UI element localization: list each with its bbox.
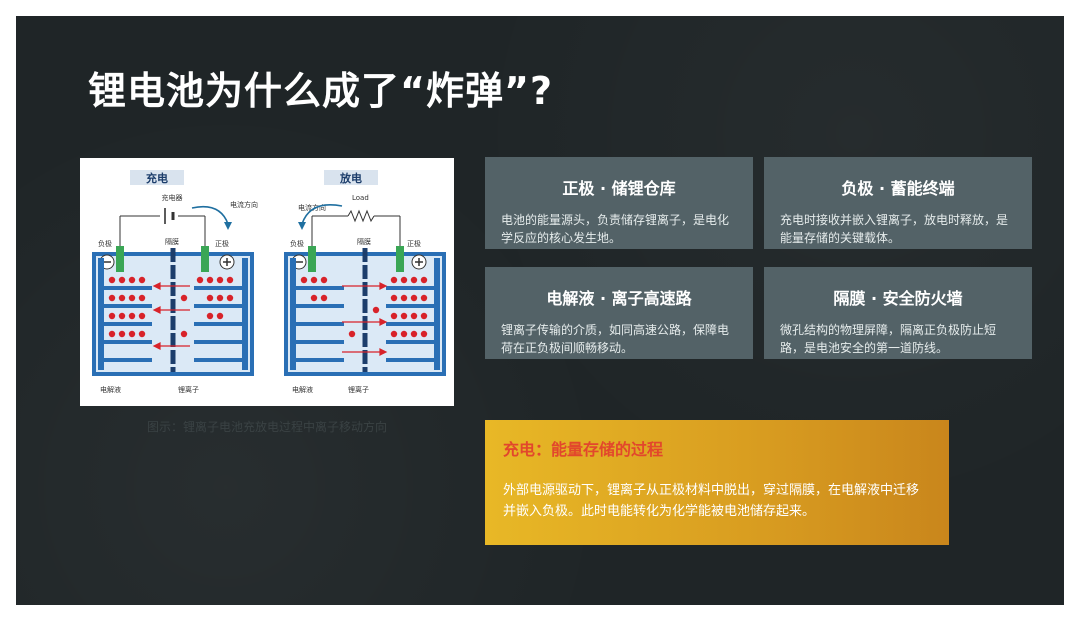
discharge-right-collector [434, 258, 440, 370]
card-body: 锂离子传输的介质，如同高速公路，保障电荷在正负极间顺畅移动。 [501, 323, 730, 355]
charge-current-arrow [191, 205, 229, 225]
slide-title: 锂电池为什么成了“炸弹”? [88, 69, 553, 113]
charge-header: 充电 [146, 171, 168, 185]
discharge-ions [300, 276, 428, 338]
charge-current-arrowhead [224, 222, 232, 230]
card-title: 正极 · 储锂仓库 [562, 179, 676, 198]
highlight-title: 充电：能量存储的过程 [503, 440, 664, 459]
charge-negative-terminal [116, 246, 124, 272]
card-negative-electrode: 负极 · 蓄能终端 充电时接收并嵌入锂离子，放电时释放，是能量存储的关键载体。 [764, 157, 1032, 249]
discharge-ion-label: 锂离子 [348, 385, 369, 394]
charge-left-collector [98, 258, 104, 370]
charge-current-label: 电流方向 [230, 200, 258, 209]
discharge-negative-label: 负极 [290, 239, 304, 248]
discharge-separator-label: 隔膜 [357, 237, 371, 246]
discharge-header: 放电 [339, 171, 362, 185]
discharge-current-arrowhead [298, 222, 306, 230]
charge-separator-label: 隔膜 [165, 237, 179, 246]
charge-header-bg [130, 170, 184, 185]
charge-ion-arrows [152, 282, 190, 350]
load-resistor-icon [347, 209, 375, 223]
discharge-positive-terminal [396, 246, 404, 272]
card-body: 充电时接收并嵌入锂离子，放电时释放，是能量存储的关键载体。 [780, 213, 1009, 245]
discharge-current-label: 电流方向 [298, 203, 326, 212]
charge-positive-label: 正极 [215, 239, 229, 248]
discharge-left-collector [290, 258, 296, 370]
battery-diagram: 充电 充电器 电流方向 负极 隔膜 正极 [80, 158, 454, 406]
card-positive-electrode: 正极 · 储锂仓库 电池的能量源头，负责储存锂离子，是电化学反应的核心发生地。 [485, 157, 753, 249]
charge-ions [108, 276, 234, 338]
discharge-header-bg [324, 170, 378, 185]
discharge-negative-plates [296, 286, 344, 362]
charge-electrolyte-label: 电解液 [100, 385, 121, 394]
charging-highlight-box: 充电：能量存储的过程 外部电源驱动下，锂离子从正极材料中脱出，穿过隔膜，在电解液… [485, 420, 949, 545]
charge-source-label: 充电器 [162, 193, 183, 202]
card-title: 负极 · 蓄能终端 [841, 179, 955, 198]
card-title: 隔膜 · 安全防火墙 [833, 289, 963, 308]
discharge-positive-label: 正极 [407, 239, 421, 248]
discharge-electrolyte-label: 电解液 [292, 385, 313, 394]
card-separator: 隔膜 · 安全防火墙 微孔结构的物理屏障，隔离正负极防止短路，是电池安全的第一道… [764, 267, 1032, 359]
discharge-negative-terminal [308, 246, 316, 272]
card-body: 电池的能量源头，负责储存锂离子，是电化学反应的核心发生地。 [501, 213, 730, 245]
charge-panel: 充电 充电器 电流方向 负极 隔膜 正极 [92, 170, 258, 394]
charge-negative-plates [104, 286, 152, 362]
figure-caption: 图示：锂离子电池充放电过程中离子移动方向 [146, 420, 387, 434]
card-title: 电解液 · 离子高速路 [546, 289, 692, 308]
charge-positive-terminal [201, 246, 209, 272]
charge-ion-label: 锂离子 [178, 385, 199, 394]
highlight-body: 外部电源驱动下，锂离子从正极材料中脱出，穿过隔膜，在电解液中迁移并嵌入负极。此时… [503, 483, 920, 519]
charge-battery-gap [160, 208, 178, 224]
charge-negative-label: 负极 [98, 239, 112, 248]
discharge-current-arrow [301, 204, 343, 225]
discharge-panel: 放电 电流方向 Load 负极 隔膜 正极 [284, 170, 446, 394]
card-body: 微孔结构的物理屏障，隔离正负极防止短路，是电池安全的第一道防线。 [780, 323, 997, 355]
discharge-ion-arrows [342, 282, 388, 356]
discharge-positive-plates [386, 286, 434, 362]
slide: 锂电池为什么成了“炸弹”? 充电 充电器 电流方向 负极 隔膜 正极 [16, 16, 1064, 605]
charge-positive-plates [194, 286, 242, 362]
charge-right-collector [242, 258, 248, 370]
discharge-load-label: Load [352, 194, 369, 202]
card-electrolyte: 电解液 · 离子高速路 锂离子传输的介质，如同高速公路，保障电荷在正负极间顺畅移… [485, 267, 753, 359]
